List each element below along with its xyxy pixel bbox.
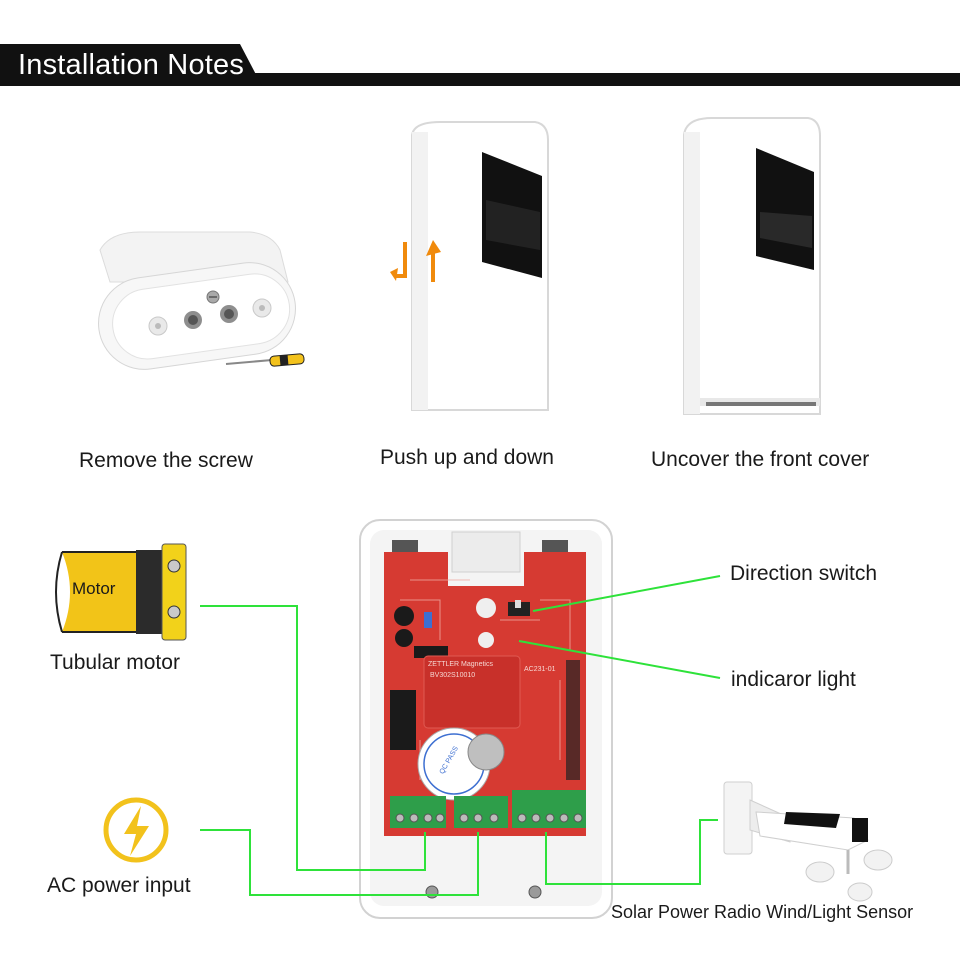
potentiometer-dial: [417, 727, 505, 801]
pcb-board: [384, 552, 586, 899]
screwdriver-icon: [225, 353, 305, 367]
label-indicator-light: indicaror light: [731, 668, 856, 691]
label-ac-power: AC power input: [47, 874, 191, 897]
power-wire: [200, 829, 479, 896]
page-title: Installation Notes: [18, 49, 245, 81]
wiring-lines: [200, 575, 721, 896]
motor-wire: [200, 605, 426, 871]
chip-label: AC231-01: [524, 666, 556, 673]
title-tab: [0, 44, 262, 86]
sensor-wire: [545, 819, 718, 885]
wind-light-sensor-illustration: [723, 781, 893, 902]
direction-switch-pointer: [532, 575, 721, 612]
motor-badge: Motor: [72, 579, 116, 598]
push-arrows-icon: [390, 240, 441, 282]
relay-brand-label: ZETTLER Magnetics: [428, 661, 493, 668]
terminal-blocks: [390, 790, 586, 828]
indicator-light-pointer: [518, 640, 721, 679]
step-caption-uncover: Uncover the front cover: [651, 448, 870, 471]
label-tubular-motor: Tubular motor: [50, 651, 180, 674]
step-caption-push: Push up and down: [380, 446, 554, 469]
power-icon: [103, 797, 169, 863]
label-direction-switch: Direction switch: [730, 562, 878, 585]
device-uncovered-illustration: [683, 117, 821, 415]
step-caption-remove-screw: Remove the screw: [79, 449, 253, 472]
tubular-motor-illustration: [55, 543, 187, 641]
device-push-illustration: [411, 121, 549, 411]
label-sensor: Solar Power Radio Wind/Light Sensor: [611, 902, 914, 922]
relay-model-label: BV302S10010: [430, 672, 476, 679]
remote-bottom-cap: [98, 231, 296, 370]
